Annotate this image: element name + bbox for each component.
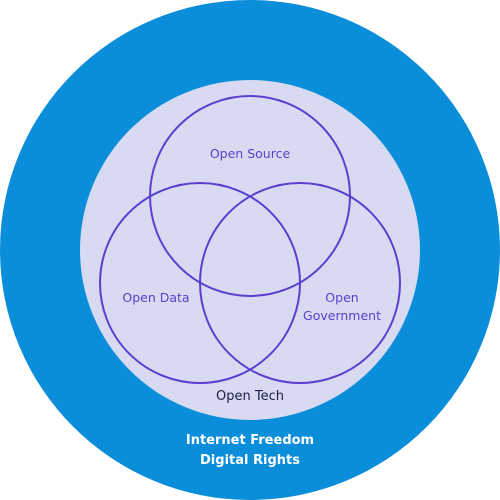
label-digital-rights: Digital Rights xyxy=(200,453,300,468)
label-open-data: Open Data xyxy=(122,290,189,305)
venn-circle-open-government xyxy=(199,182,401,384)
label-internet-freedom: Internet Freedom xyxy=(186,433,314,448)
label-open-government-line2: Government xyxy=(303,308,381,323)
label-open-tech: Open Tech xyxy=(216,389,284,404)
label-open-source: Open Source xyxy=(210,146,291,161)
inner-circle-open-tech xyxy=(80,80,420,420)
label-open-government-line1: Open xyxy=(325,290,358,305)
venn-circle-open-data xyxy=(99,182,301,384)
